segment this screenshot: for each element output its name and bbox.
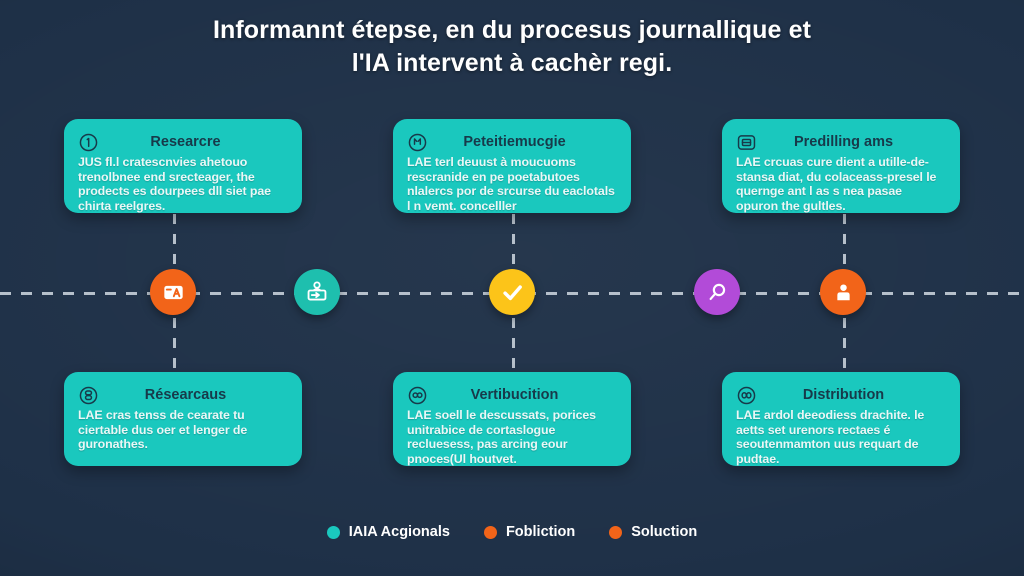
- card-header: Résearcaus: [78, 384, 288, 406]
- connector-vertical-right-top: [843, 214, 846, 270]
- legend: IAIA Acgionals Fobliction Soluction: [0, 524, 1024, 541]
- card-header: Vertibucition: [407, 384, 617, 406]
- card-header: Researcre: [78, 131, 288, 153]
- legend-dot-icon: [326, 526, 340, 539]
- translate-a-icon: [161, 280, 186, 305]
- card-distribution[interactable]: Distribution LAE ardol deeodiess drachit…: [722, 372, 960, 466]
- node-search[interactable]: [694, 269, 740, 315]
- title-line-2: l'IA intervent à cachèr regi.: [351, 49, 673, 77]
- eyes-circle-icon: [736, 385, 757, 406]
- card-header: Distribution: [736, 384, 946, 406]
- card-body: LAE soell le descussats, porices unitrab…: [407, 408, 596, 466]
- legend-item-ia[interactable]: IAIA Acgionals: [326, 524, 450, 541]
- node-approved[interactable]: [489, 269, 535, 315]
- document-square-icon: [736, 132, 757, 153]
- card-petettiemucgie[interactable]: Peteitiemucgie LAE terl deuust à moucuom…: [393, 119, 631, 213]
- card-title: Predilling ams: [793, 134, 894, 150]
- legend-dot-icon: [609, 526, 623, 539]
- card-title: Researcre: [150, 134, 221, 150]
- card-predilling-ams[interactable]: Predilling ams LAE crcuas cure dient a u…: [722, 119, 960, 213]
- magnet-circle-icon: [407, 132, 428, 153]
- page-title: Informannt étepse, en du procesus journa…: [0, 14, 1024, 80]
- legend-label: Fobliction: [505, 524, 576, 540]
- legend-item-soluction[interactable]: Soluction: [609, 524, 697, 541]
- card-vertibucition[interactable]: Vertibucition LAE soell le descussats, p…: [393, 372, 631, 466]
- node-audience[interactable]: [820, 269, 866, 315]
- card-body: JUS fl.l cratescnvies ahetouo trenolbnee…: [78, 155, 271, 213]
- card-header: Predilling ams: [736, 131, 946, 153]
- card-body: LAE crcuas cure dient a utille-de-stansa…: [736, 155, 937, 213]
- stacked-circle-icon: [78, 385, 99, 406]
- person-icon: [831, 280, 856, 305]
- connector-vertical-mid-top: [512, 214, 515, 270]
- card-header: Peteitiemucgie: [407, 131, 617, 153]
- legend-label: IAIA Acgionals: [348, 524, 450, 540]
- card-title: Vertibucition: [470, 387, 559, 403]
- card-body: LAE terl deuust à moucuoms rescranide en…: [407, 155, 615, 213]
- check-mark-icon: [499, 279, 526, 306]
- magnifier-icon: [705, 280, 730, 305]
- connector-vertical-mid-bottom: [512, 318, 515, 374]
- legend-item-fobliction[interactable]: Fobliction: [483, 524, 576, 541]
- card-title: Résearcaus: [144, 387, 227, 403]
- card-title: Peteitiemucgie: [463, 134, 566, 150]
- card-title: Distribution: [802, 387, 885, 403]
- connector-vertical-left-bottom: [173, 318, 176, 374]
- legend-dot-icon: [483, 526, 497, 539]
- node-id-badge[interactable]: [294, 269, 340, 315]
- card-researcaus[interactable]: Résearcaus LAE cras tenss de cearate tu …: [64, 372, 302, 466]
- connector-vertical-right-bottom: [843, 318, 846, 374]
- node-translate[interactable]: [150, 269, 196, 315]
- faces-circle-icon: [407, 385, 428, 406]
- title-line-1: Informannt étepse, en du procesus journa…: [212, 16, 812, 44]
- legend-label: Soluction: [631, 524, 698, 540]
- number-one-circle-icon: [78, 132, 99, 153]
- card-body: LAE cras tenss de cearate tu ciertable d…: [78, 408, 248, 452]
- card-body: LAE ardol deeodiess drachite. le aetts s…: [736, 408, 925, 466]
- card-research[interactable]: Researcre JUS fl.l cratescnvies ahetouo …: [64, 119, 302, 213]
- id-badge-icon: [304, 279, 330, 305]
- connector-vertical-left-top: [173, 214, 176, 270]
